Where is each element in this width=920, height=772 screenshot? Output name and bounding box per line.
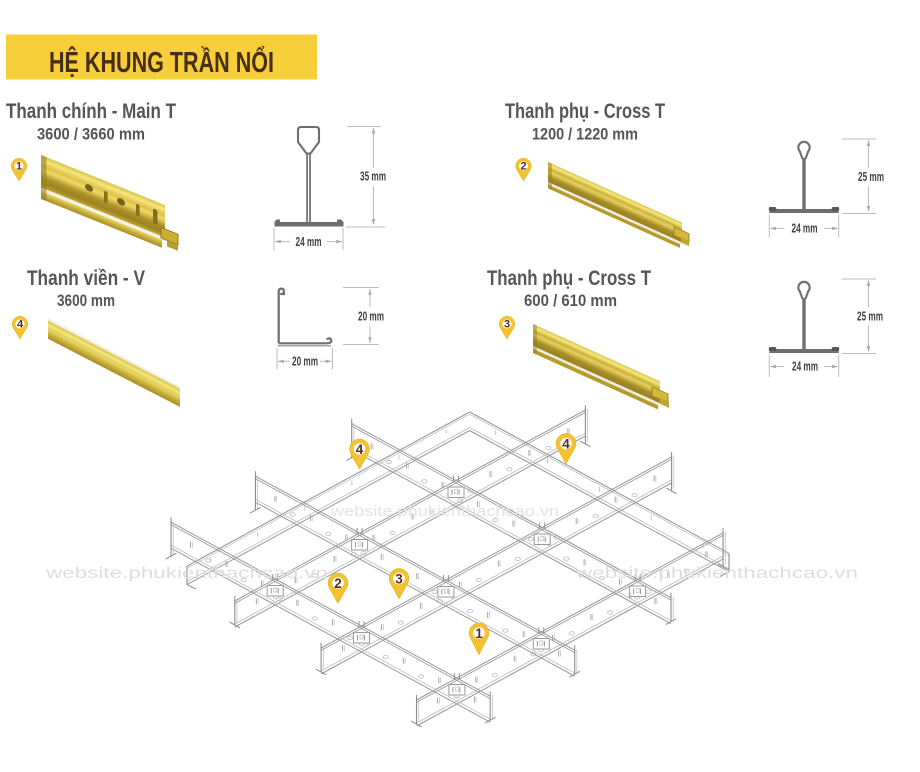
svg-text:24 mm: 24 mm	[296, 235, 322, 249]
svg-text:25 mm: 25 mm	[857, 310, 883, 324]
svg-text:24 mm: 24 mm	[792, 360, 818, 374]
svg-text:2: 2	[520, 161, 526, 173]
svg-text:20 mm: 20 mm	[292, 354, 318, 368]
svg-text:600 / 610 mm: 600 / 610 mm	[524, 291, 617, 310]
svg-text:website.phukienthachcao.vn: website.phukienthachcao.vn	[45, 565, 328, 582]
svg-text:3: 3	[504, 319, 510, 331]
svg-text:4: 4	[356, 442, 364, 457]
svg-text:1: 1	[475, 626, 483, 641]
svg-text:Thanh viền - V: Thanh viền - V	[27, 267, 145, 290]
svg-text:website.phukienthachcao.vn: website.phukienthachcao.vn	[575, 565, 858, 582]
svg-text:1: 1	[16, 161, 22, 173]
svg-text:4: 4	[562, 437, 570, 452]
svg-text:Thanh chính - Main T: Thanh chính - Main T	[6, 100, 176, 123]
svg-text:20 mm: 20 mm	[358, 310, 384, 324]
svg-text:35 mm: 35 mm	[360, 170, 386, 184]
svg-text:Thanh phụ - Cross T: Thanh phụ - Cross T	[487, 267, 651, 290]
svg-text:25 mm: 25 mm	[858, 170, 884, 184]
svg-text:24 mm: 24 mm	[792, 221, 818, 235]
svg-text:3600 mm: 3600 mm	[57, 291, 115, 310]
svg-text:HỆ KHUNG TRẦN NỔI: HỆ KHUNG TRẦN NỔI	[49, 45, 274, 79]
svg-text:3: 3	[395, 572, 403, 587]
svg-text:Thanh phụ - Cross T: Thanh phụ - Cross T	[505, 100, 665, 123]
svg-text:2: 2	[334, 576, 342, 591]
svg-text:website.phukienthachcao.vn: website.phukienthachcao.vn	[330, 503, 559, 520]
svg-text:3600 / 3660 mm: 3600 / 3660 mm	[37, 125, 145, 144]
svg-text:1200 / 1220 mm: 1200 / 1220 mm	[532, 125, 638, 144]
svg-text:4: 4	[17, 319, 24, 331]
